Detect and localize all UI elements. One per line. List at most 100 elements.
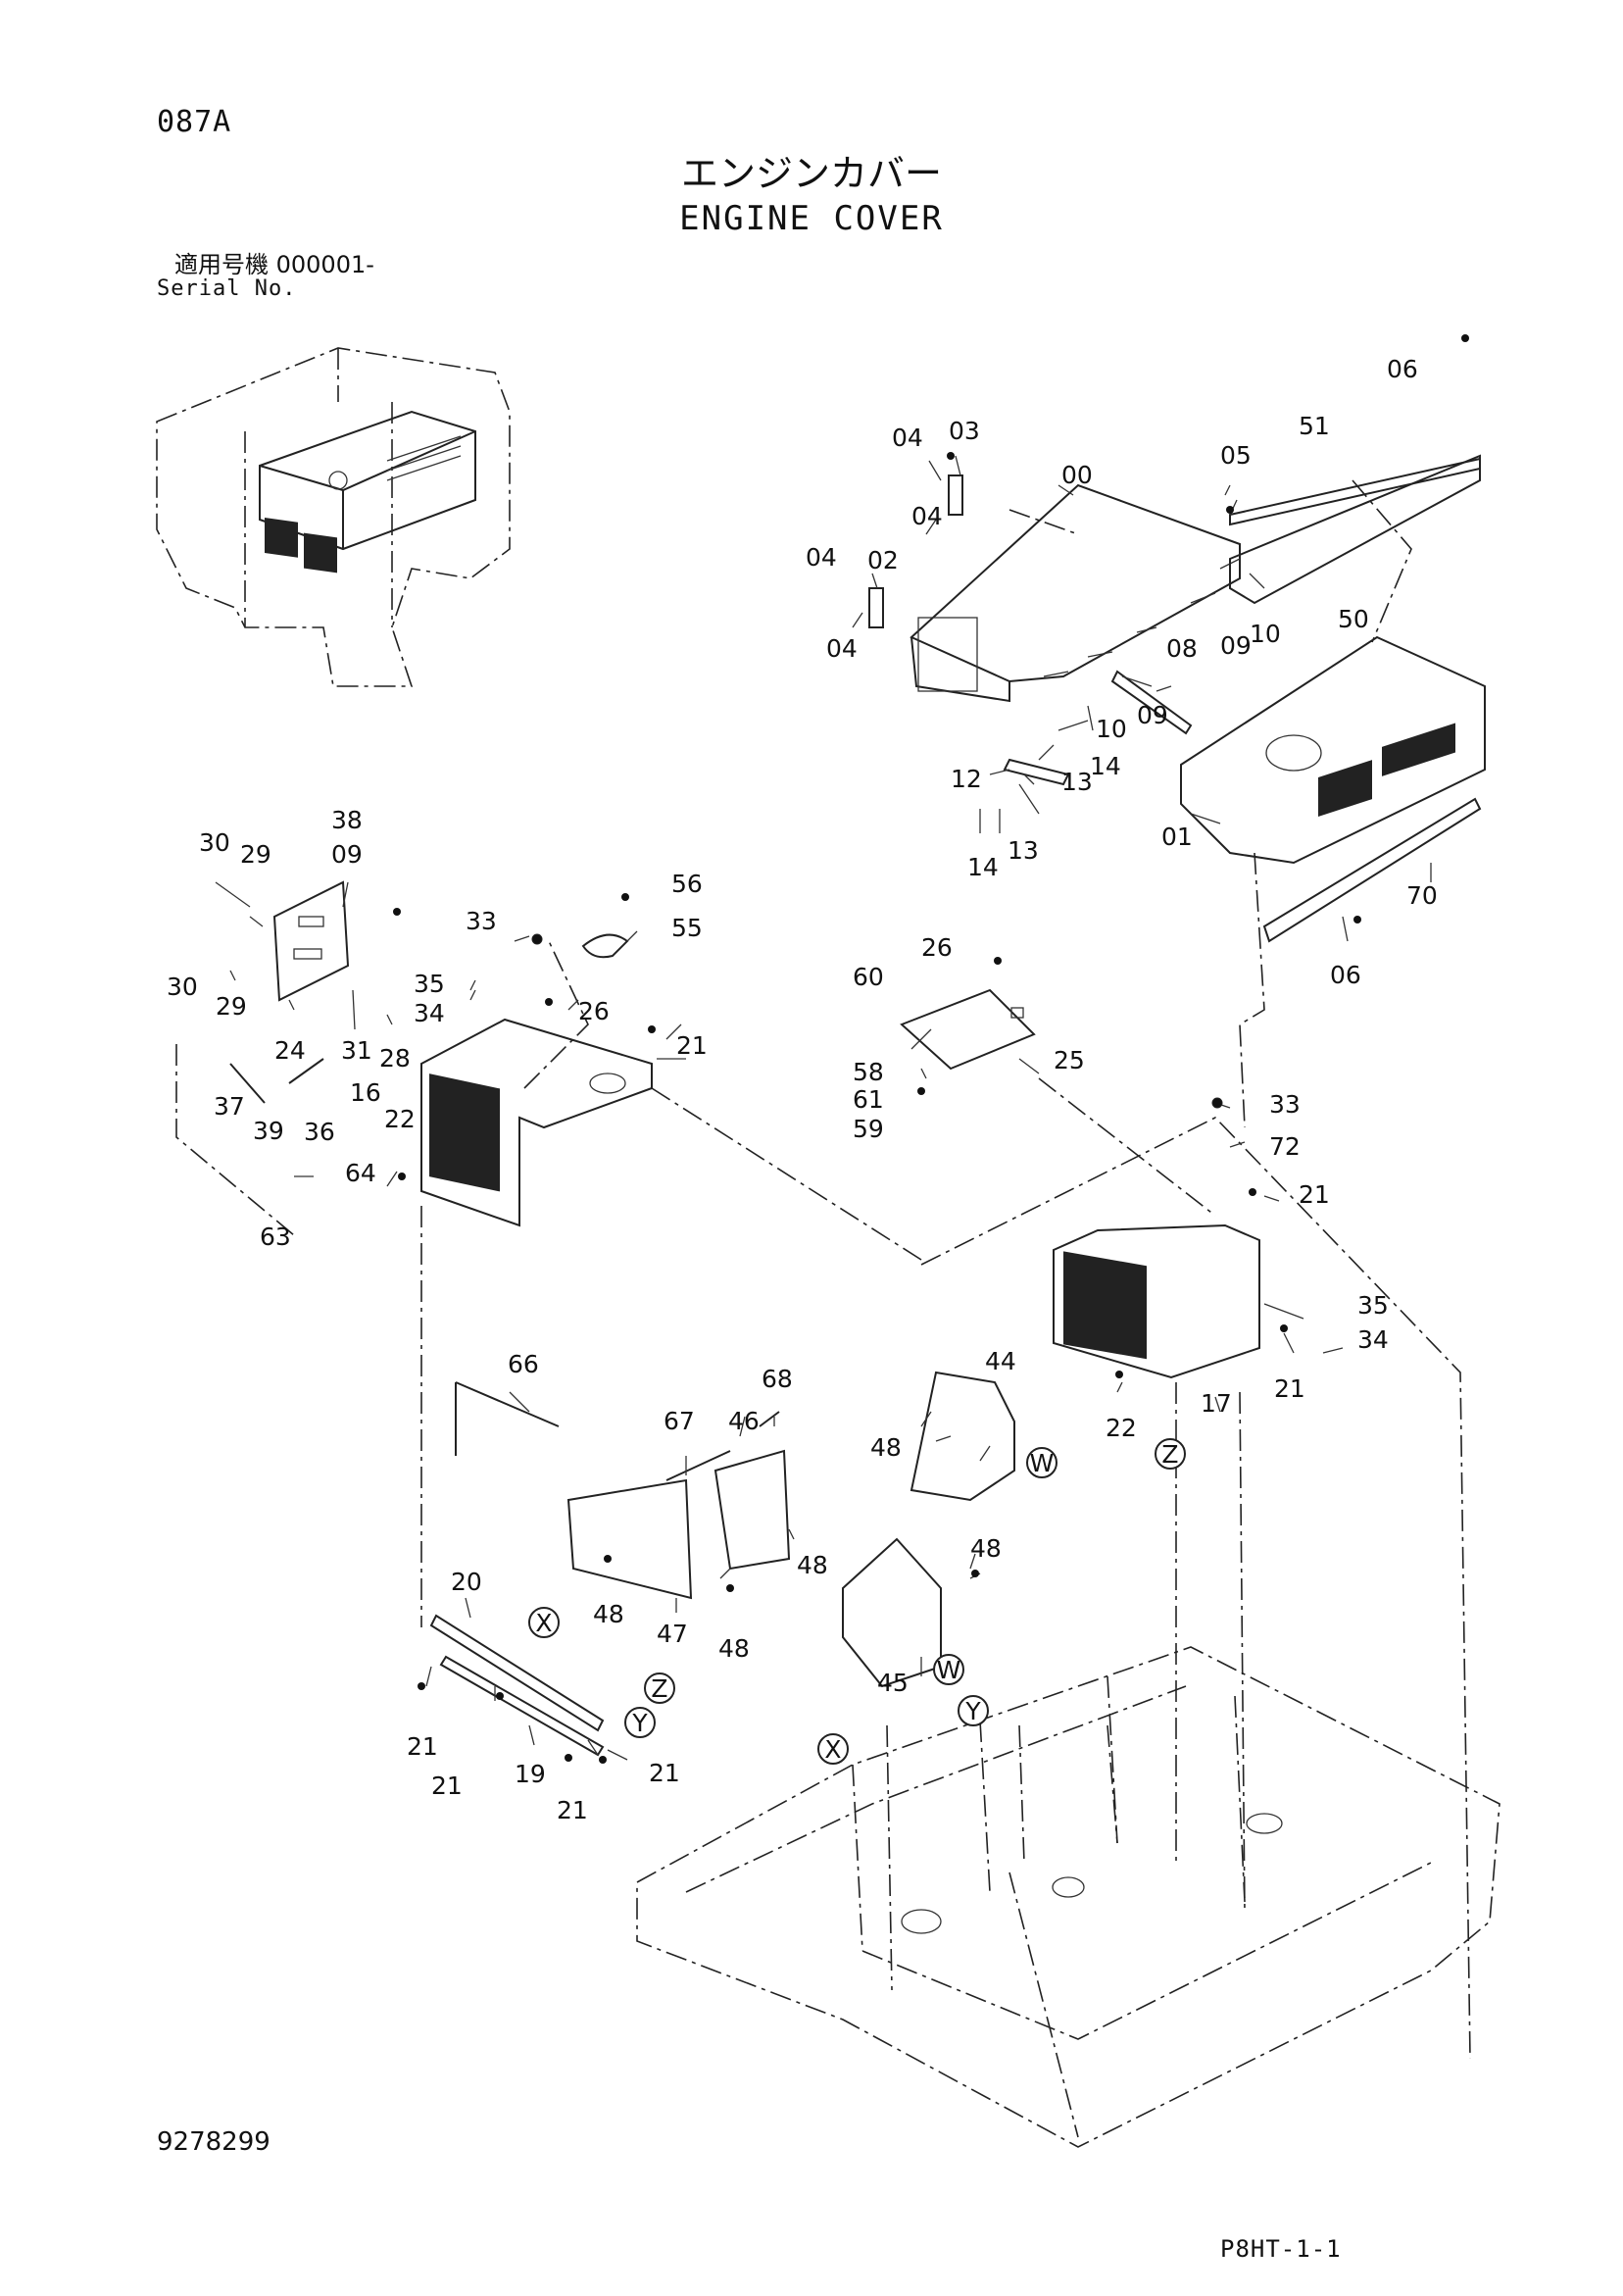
callout-61: 61 (853, 1085, 884, 1114)
callout-60: 60 (853, 963, 884, 991)
callout-67: 67 (664, 1407, 695, 1435)
callout-66: 66 (508, 1350, 539, 1378)
callout-26: 26 (578, 997, 610, 1025)
sheet-code: P8HT-1-1 (1220, 2235, 1342, 2263)
callout-28: 28 (379, 1044, 411, 1073)
callout-05: 05 (1220, 441, 1252, 470)
callout-70: 70 (1406, 881, 1438, 910)
callout-47: 47 (657, 1620, 688, 1648)
engine-cover-01 (1180, 635, 1486, 943)
callout-21: 21 (649, 1759, 680, 1787)
machine-overview-thumbnail (156, 347, 511, 687)
callout-04: 04 (806, 543, 837, 572)
callout-36: 36 (304, 1118, 335, 1146)
callout-38: 38 (331, 806, 363, 834)
callout-14: 14 (1090, 752, 1121, 780)
svg-text:X: X (535, 1609, 552, 1637)
callout-04: 04 (892, 424, 923, 452)
callout-22: 22 (1106, 1414, 1137, 1442)
bracket-24 (229, 880, 350, 1104)
ref-marker-z1: Z (1155, 1438, 1186, 1470)
ref-marker-x2: X (817, 1733, 849, 1765)
callout-34: 34 (1357, 1325, 1389, 1354)
serial-label-japanese: 適用号機 000001- (174, 251, 374, 278)
callout-10: 10 (1096, 715, 1127, 743)
ref-marker-y1: Y (624, 1707, 656, 1738)
callout-50: 50 (1338, 605, 1369, 633)
callout-59: 59 (853, 1115, 884, 1143)
callout-37: 37 (214, 1092, 245, 1121)
callout-24: 24 (274, 1036, 306, 1065)
routing-lines (175, 479, 1471, 2060)
leader-lines (215, 455, 1432, 1761)
callout-16: 16 (350, 1078, 381, 1107)
callout-35: 35 (414, 970, 445, 998)
callout-33: 33 (466, 907, 497, 935)
callout-72: 72 (1269, 1132, 1301, 1161)
callout-06: 06 (1387, 355, 1418, 383)
callout-39: 39 (253, 1117, 284, 1145)
top-cover-assembly (910, 454, 1481, 703)
callout-21: 21 (431, 1772, 463, 1800)
machine-frame (636, 1646, 1500, 2148)
callout-68: 68 (762, 1365, 793, 1393)
callout-48: 48 (718, 1634, 750, 1663)
svg-text:W: W (1030, 1449, 1055, 1477)
callout-55: 55 (671, 914, 703, 942)
svg-text:Z: Z (1161, 1440, 1178, 1469)
callout-12: 12 (951, 765, 982, 793)
callout-46: 46 (728, 1407, 760, 1435)
callout-26: 26 (921, 933, 953, 962)
callout-21: 21 (676, 1031, 708, 1060)
callout-03: 03 (949, 417, 980, 445)
callout-64: 64 (345, 1159, 376, 1187)
plate-25 (900, 988, 1036, 1071)
callout-29: 29 (216, 992, 247, 1021)
svg-text:Y: Y (964, 1697, 981, 1725)
page-code: 087A (157, 105, 232, 139)
callout-44: 44 (985, 1347, 1016, 1375)
callout-34: 34 (414, 999, 445, 1027)
callout-09: 09 (1220, 631, 1252, 660)
callout-25: 25 (1054, 1046, 1085, 1074)
callout-19: 19 (515, 1760, 546, 1788)
part-callouts: 06 51 05 00 04 03 04 04 02 04 50 08 09 1… (167, 355, 1438, 1824)
callout-21: 21 (1299, 1180, 1330, 1209)
callout-09: 09 (331, 840, 363, 869)
ref-marker-w2: W (933, 1654, 964, 1685)
title-english: ENGINE COVER (679, 199, 944, 238)
callout-56: 56 (671, 870, 703, 898)
fasteners (393, 334, 1469, 1764)
title-japanese: エンジンカバー (680, 152, 942, 195)
callout-48: 48 (970, 1534, 1002, 1563)
callout-30: 30 (199, 828, 230, 857)
svg-text:W: W (937, 1656, 961, 1684)
callout-00: 00 (1061, 461, 1093, 489)
callout-35: 35 (1357, 1291, 1389, 1320)
callout-63: 63 (260, 1223, 291, 1251)
callout-33: 33 (1269, 1090, 1301, 1119)
callout-45: 45 (877, 1669, 909, 1697)
callout-06: 06 (1330, 961, 1361, 989)
callout-29: 29 (240, 840, 271, 869)
callout-48: 48 (870, 1433, 902, 1462)
ref-marker-x1: X (528, 1607, 560, 1638)
callout-48: 48 (797, 1551, 828, 1579)
callout-58: 58 (853, 1058, 884, 1086)
callout-20: 20 (451, 1568, 482, 1596)
callout-01: 01 (1161, 823, 1193, 851)
callout-13: 13 (1008, 836, 1039, 865)
callout-04: 04 (911, 502, 943, 530)
callout-08: 08 (1166, 634, 1198, 663)
callout-02: 02 (867, 546, 899, 574)
callout-17: 17 (1201, 1389, 1232, 1418)
ref-marker-z2: Z (644, 1672, 675, 1704)
callout-31: 31 (341, 1036, 372, 1065)
callout-14: 14 (967, 853, 999, 881)
side-cover-16 (420, 933, 653, 1227)
svg-text:Z: Z (651, 1674, 667, 1703)
callout-21: 21 (1274, 1374, 1305, 1403)
callout-30: 30 (167, 973, 198, 1001)
callout-10: 10 (1250, 620, 1281, 648)
